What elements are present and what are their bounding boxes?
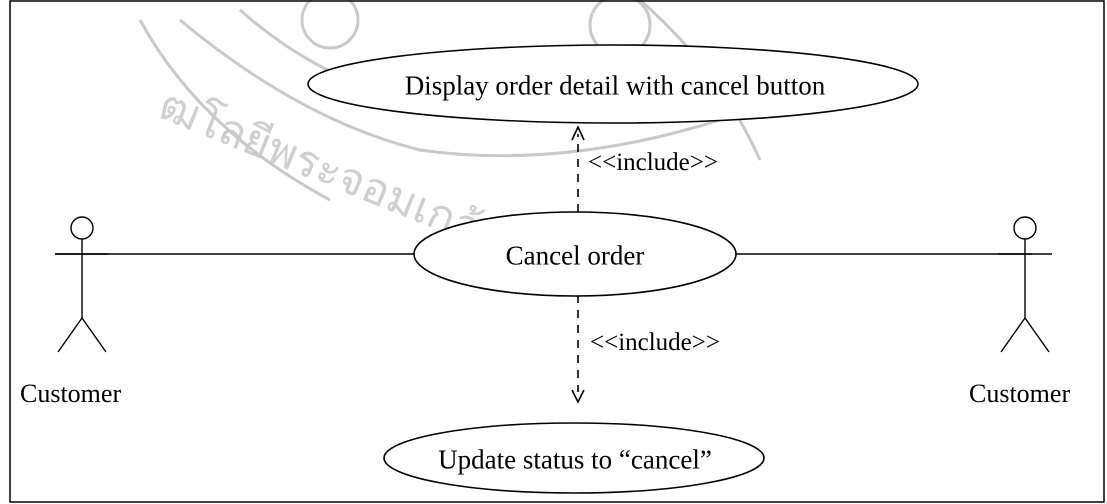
- include-arrowhead-top: [571, 125, 585, 141]
- include-label-bottom: <<include>>: [590, 329, 720, 356]
- use-case-display-order-detail: [307, 44, 919, 124]
- actor-left-name: Customer: [20, 379, 122, 408]
- use-case-update-status-label: Update status to “cancel”: [438, 444, 712, 475]
- use-case-display-order-detail-label: Display order detail with cancel button: [404, 70, 826, 101]
- use-case-cancel-order: [413, 211, 737, 297]
- actor-right-name: Customer: [969, 379, 1071, 408]
- include-arrowhead-bottom: [571, 389, 585, 404]
- actor-right-figure: [998, 216, 1052, 353]
- use-case-update-status: [383, 422, 765, 494]
- include-label-top: <<include>>: [588, 149, 718, 176]
- actor-left-figure: [55, 216, 109, 353]
- diagram-frame: [9, 0, 1105, 503]
- use-case-cancel-order-label: Cancel order: [505, 240, 645, 271]
